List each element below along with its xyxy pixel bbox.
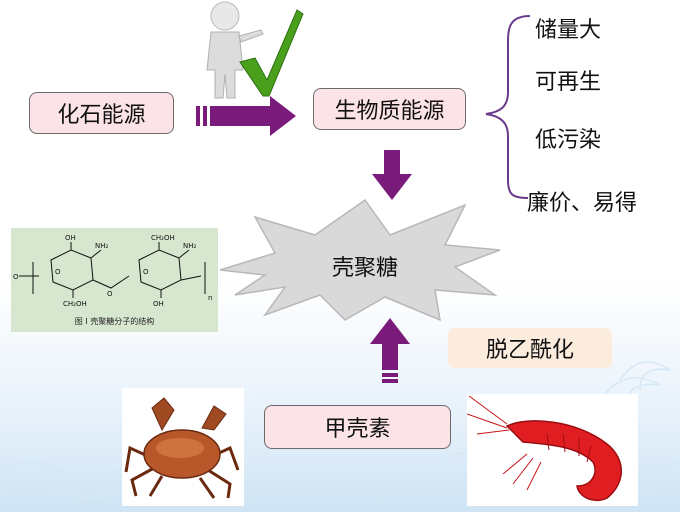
biomass-energy-label: 生物质能源 xyxy=(334,99,445,124)
crab-icon xyxy=(124,397,240,499)
oh-label: OH xyxy=(153,300,164,308)
presenter-checkmark-icon xyxy=(206,1,304,99)
oxygen-label: O xyxy=(143,268,149,276)
nh2-label: NH₂ xyxy=(183,242,197,250)
down-arrow-icon xyxy=(372,150,412,200)
ch2oh-label: CH₂OH xyxy=(151,234,175,242)
property-item: 储量大 xyxy=(535,18,602,43)
structure-caption: 图 I 壳聚糖分子的结构 xyxy=(74,317,155,326)
biomass-energy-box: 生物质能源 xyxy=(313,88,466,130)
up-arrow-icon xyxy=(370,318,410,383)
oxygen-label: O xyxy=(13,273,19,281)
deacetylation-box: 脱乙酰化 xyxy=(448,328,612,368)
property-item: 可再生 xyxy=(535,70,602,95)
ch2oh-label: CH₂OH xyxy=(63,300,87,308)
shrimp-icon xyxy=(466,395,622,502)
crab-image xyxy=(122,388,244,506)
property-item: 低污染 xyxy=(535,128,602,153)
fossil-energy-label: 化石能源 xyxy=(57,103,146,128)
chitosan-label: 壳聚糖 xyxy=(331,256,398,281)
right-arrow-icon xyxy=(196,96,296,136)
chitosan-starburst xyxy=(219,198,501,322)
shrimp-image xyxy=(466,394,638,506)
oh-label: OH xyxy=(65,234,76,242)
brace-icon xyxy=(485,15,531,199)
fossil-energy-box: 化石能源 xyxy=(29,92,174,134)
oxygen-label: O xyxy=(55,268,61,276)
chitin-label: 甲壳素 xyxy=(324,417,391,442)
property-item: 廉价、易得 xyxy=(527,191,638,216)
chitin-box: 甲壳素 xyxy=(264,405,451,449)
oxygen-label: O xyxy=(107,290,113,298)
deacetylation-label: 脱乙酰化 xyxy=(485,338,574,363)
structure-diagram: O OH NH₂ CH₂OH O CH₂OH OH NH₂ O O n xyxy=(13,234,212,308)
chitosan-structure-image: O OH NH₂ CH₂OH O CH₂OH OH NH₂ O O n 图 I … xyxy=(11,228,218,332)
repeat-n-label: n xyxy=(208,294,212,302)
nh2-label: NH₂ xyxy=(95,242,109,250)
